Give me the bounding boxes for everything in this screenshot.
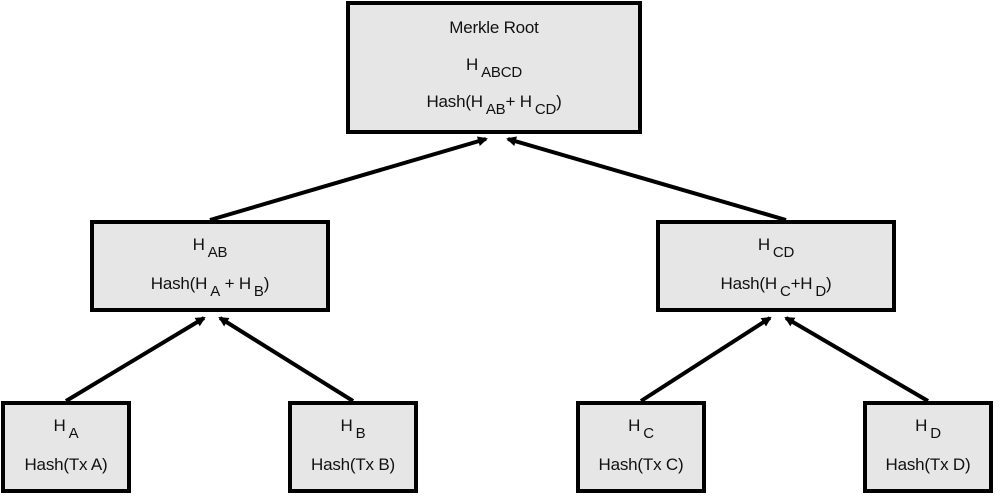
root-formula-sub2: CD [534,101,557,118]
edge-a-to-ab [64,316,206,403]
cd-formula-sub2: D [815,283,827,300]
leaf-b-hash-subscript: B [355,425,366,442]
leaf-d-hash-subscript: D [930,425,941,442]
root-formula-suffix: ) [556,92,562,111]
leaf-d-hash-symbol: H [915,416,928,435]
cd-hash-subscript: CD [772,244,795,261]
root-hash-subscript: ABCD [481,64,522,81]
cd-hash-symbol: H [757,235,770,254]
root-formula-mid: + H [505,92,533,111]
leaf-a-hash-symbol: H [53,416,66,435]
root-hash-symbol: H [466,55,479,74]
cd-formula-prefix: Hash(H [720,274,778,293]
edge-d-to-cd [784,316,930,403]
ab-hash-subscript: AB [207,244,228,261]
leaf-a-hash-subscript: A [68,425,79,442]
leaf-c-hash-symbol: H [628,416,641,435]
cd-formula-sub1: C [779,283,791,300]
leaf-b-formula: Hash(Tx B) [311,455,395,474]
edge-b-to-ab [218,316,355,403]
leaf-c-hash-subscript: C [643,425,654,442]
leaf-d-formula: Hash(Tx D) [885,455,971,474]
root-formula-sub1: AB [485,101,506,118]
edge-c-to-cd [639,316,772,403]
leaf-a-formula: Hash(Tx A) [24,455,108,474]
ab-formula-prefix: Hash(H [150,274,208,293]
root-title: Merkle Root [449,18,539,37]
root-formula-prefix: Hash(H [426,92,483,111]
leaf-c-formula: Hash(Tx C) [598,455,684,474]
edge-ab-to-root [209,136,488,222]
edge-cd-to-root [506,136,787,222]
ab-formula-mid: + H [220,274,252,293]
ab-formula-sub2: B [253,283,264,300]
ab-formula-suffix: ) [263,274,270,293]
ab-hash-symbol: H [192,235,205,254]
cd-formula-suffix: ) [826,274,832,293]
leaf-b-hash-symbol: H [340,416,353,435]
cd-formula-mid: +H [790,274,813,293]
ab-formula-sub1: A [210,283,221,300]
